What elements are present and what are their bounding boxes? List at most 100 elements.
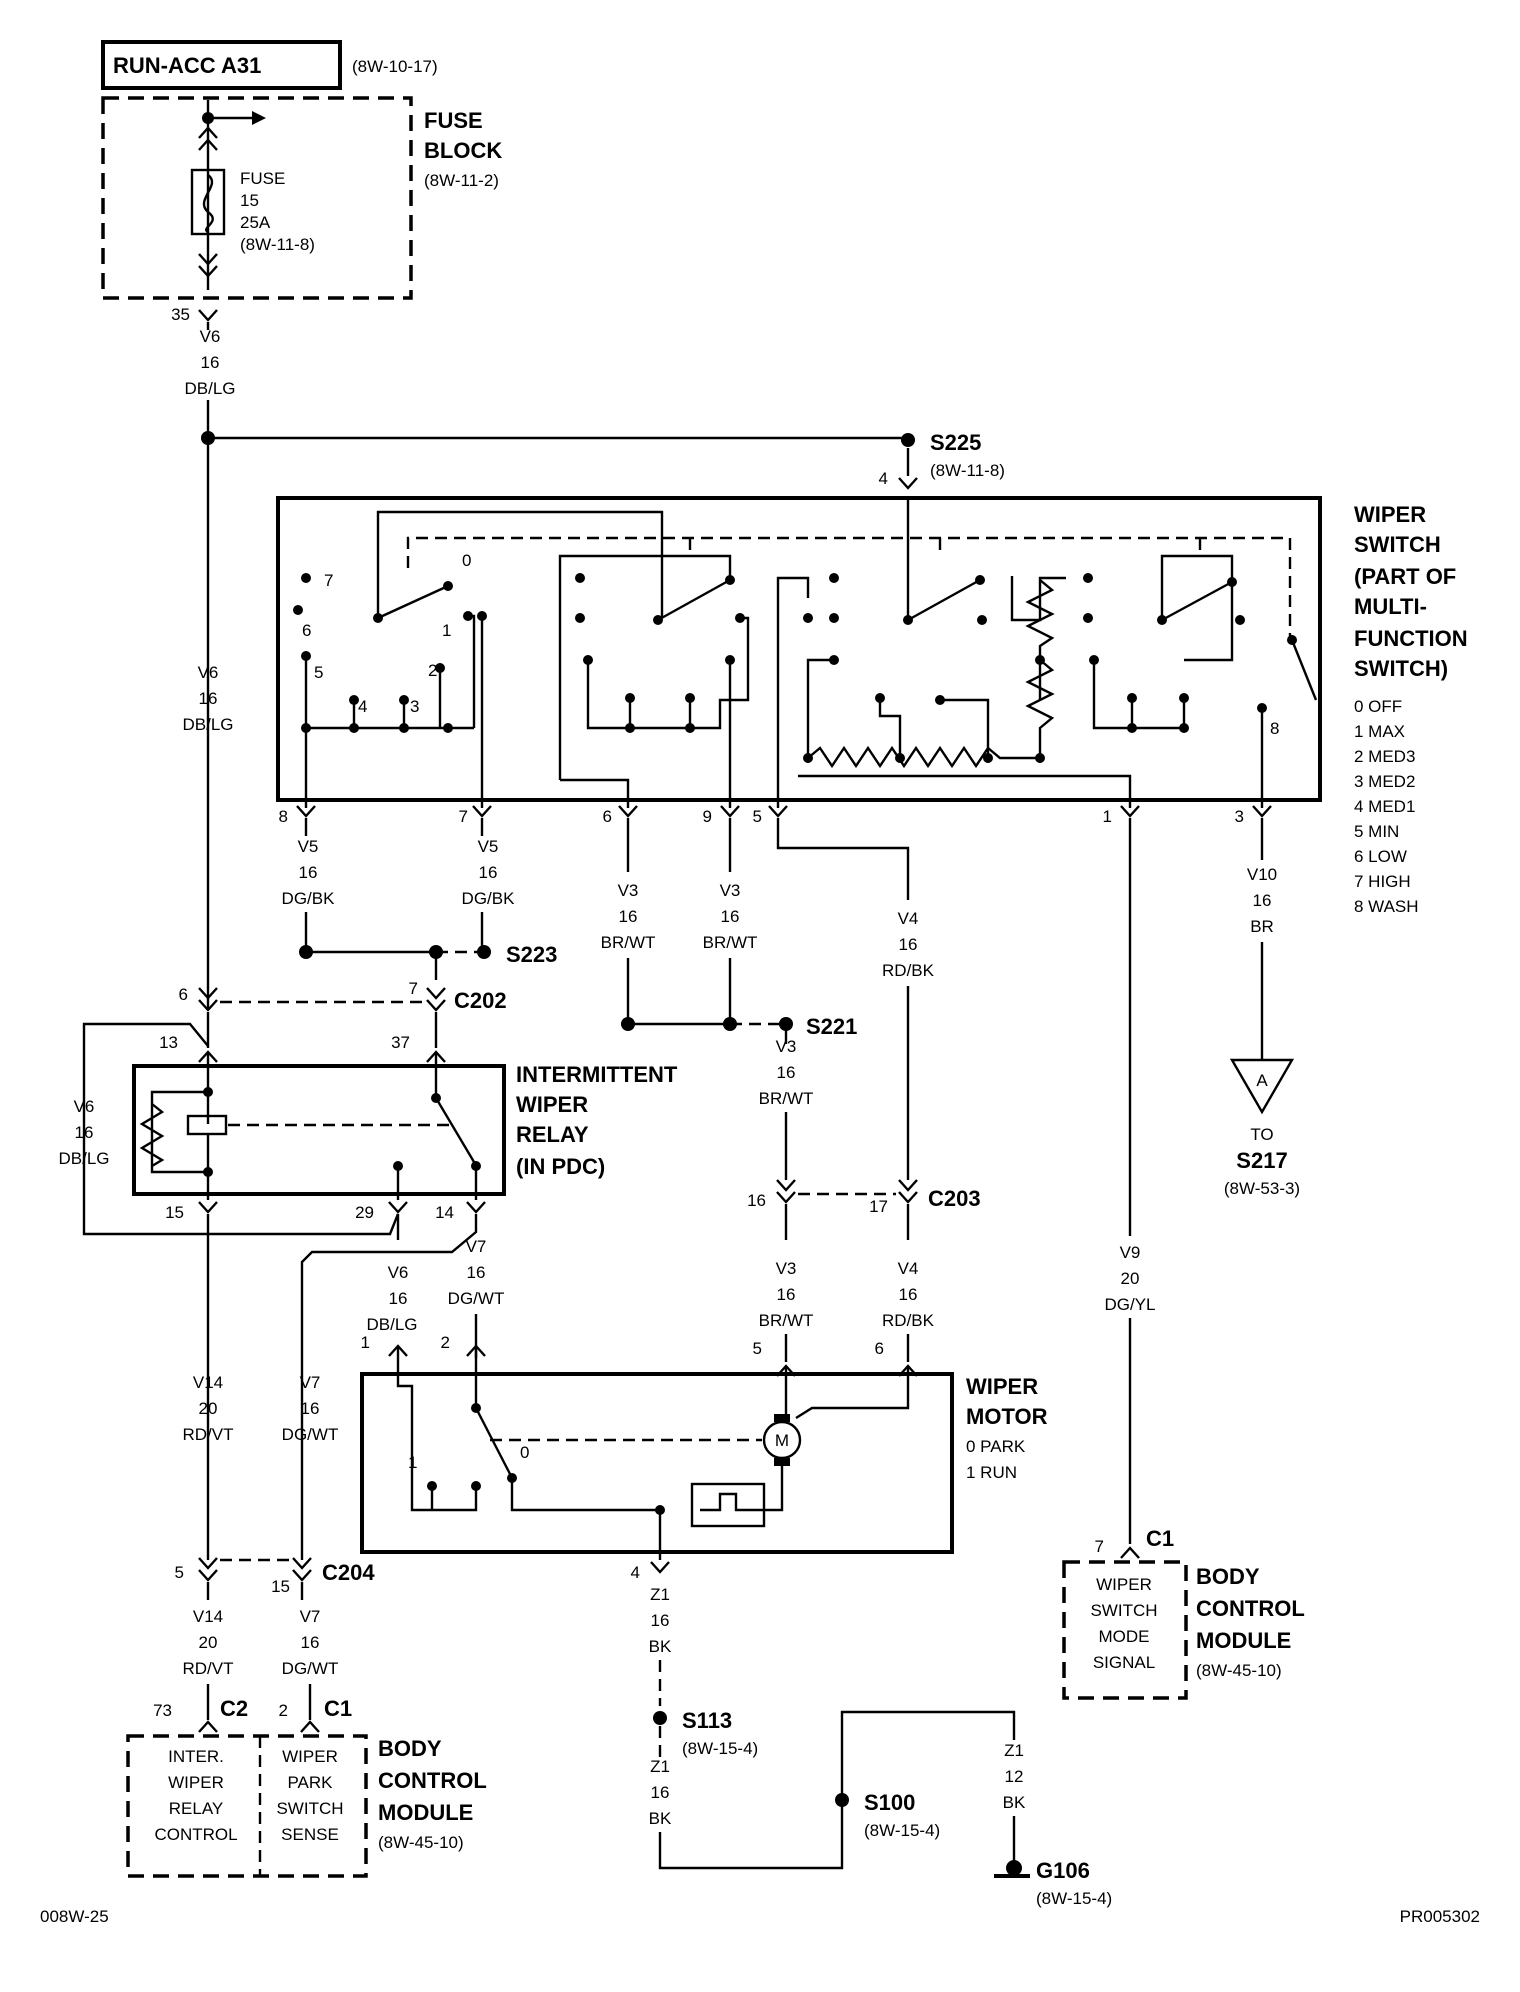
wire-v9-3: DG/YL	[1104, 1295, 1155, 1314]
body-control-module-right: WIPER SWITCH MODE SIGNAL BODY CONTROL MO…	[1062, 1560, 1305, 1700]
wire-z1a-3: BK	[649, 1637, 672, 1656]
offpage-to: TO	[1250, 1125, 1273, 1144]
wire-v6-relay-2: 16	[75, 1123, 94, 1142]
wire-v4-motor-1: V4	[898, 1259, 919, 1278]
wire-v7a-2: 16	[467, 1263, 486, 1282]
offpage-dest: S217	[1236, 1148, 1287, 1173]
wire-v7a-1: V7	[466, 1237, 487, 1256]
wire-v4-2: 16	[899, 935, 918, 954]
wire-v14a-3: RD/VT	[183, 1425, 234, 1444]
wire-v7b-1: V7	[300, 1373, 321, 1392]
ground-g106-icon	[994, 1860, 1030, 1878]
s113-label: S113	[682, 1708, 732, 1733]
g106-ref: (8W-15-4)	[1036, 1889, 1112, 1908]
wire-v3-motor-2: 16	[777, 1285, 796, 1304]
source-run-acc: RUN-ACC A31 (8W-10-17)	[101, 40, 438, 90]
s221-label: S221	[806, 1014, 857, 1039]
source-ref: (8W-10-17)	[352, 57, 438, 76]
fuse-pin: 35	[171, 305, 190, 324]
wire-v6-motor-3: DB/LG	[366, 1315, 417, 1334]
switch-pos-max: 1 MAX	[1354, 722, 1405, 741]
bcm-right-conn-c1: C1	[1146, 1526, 1174, 1551]
s113-ref: (8W-15-4)	[682, 1739, 758, 1758]
motor-symbol: M	[775, 1431, 789, 1450]
offpage-ref: (8W-53-3)	[1224, 1179, 1300, 1198]
wire-v6-top-2: 16	[201, 353, 220, 372]
body-control-module-left: INTER. WIPER RELAY CONTROL WIPER PARK SW…	[126, 1734, 487, 1878]
sw-pin-8: 8	[279, 807, 288, 826]
wire-v3-motor-1: V3	[776, 1259, 797, 1278]
wire-v3b-2: 16	[721, 907, 740, 926]
fuse-block-title-1: FUSE	[424, 108, 483, 133]
switch-pos-med1: 4 MED1	[1354, 797, 1415, 816]
bcm-left-ref: (8W-45-10)	[378, 1833, 464, 1852]
sw-pos-7: 7	[324, 571, 333, 590]
footer-left-code: 008W-25	[40, 1907, 109, 1926]
bcm-right-title-2: CONTROL	[1196, 1596, 1305, 1621]
bcm-left-conn-c2: C2	[220, 1696, 248, 1721]
fuse-rating: 25A	[240, 213, 271, 232]
wire-v3a-3: BR/WT	[601, 933, 656, 952]
s225-pin: 4	[879, 469, 888, 488]
switch-title-3: (PART OF	[1354, 564, 1456, 589]
wire-v7a-3: DG/WT	[448, 1289, 505, 1308]
wire-v5a-3: DG/BK	[282, 889, 336, 908]
wire-v14a-1: V14	[193, 1373, 223, 1392]
offpage-letter: A	[1256, 1071, 1268, 1090]
source-label: RUN-ACC A31	[113, 53, 261, 78]
wire-v10-3: BR	[1250, 917, 1274, 936]
wire-v4-3: RD/BK	[882, 961, 935, 980]
footer-right-code: PR005302	[1400, 1907, 1480, 1926]
wire-v14b-1: V14	[193, 1607, 223, 1626]
bcm-left-title-3: MODULE	[378, 1800, 473, 1825]
motor-title-1: WIPER	[966, 1374, 1038, 1399]
switch-title-2: SWITCH	[1354, 532, 1441, 557]
bcm-left-sig-a-3: RELAY	[169, 1799, 224, 1818]
wire-v6-relay-1: V6	[74, 1097, 95, 1116]
wire-v3-s221-3: BR/WT	[759, 1089, 814, 1108]
intermittent-wiper-relay: 13 37 15 29 14 INTERMITTENT WIPER RELAY …	[132, 1033, 678, 1222]
c204-pin-5: 5	[175, 1563, 184, 1582]
wire-z1c-3: BK	[1003, 1793, 1026, 1812]
wire-v5a-2: 16	[299, 863, 318, 882]
wire-v7c-1: V7	[300, 1607, 321, 1626]
bcm-left-conn-c1: C1	[324, 1696, 352, 1721]
motor-pin-2: 2	[441, 1333, 450, 1352]
relay-pin-14: 14	[435, 1203, 454, 1222]
wire-v14b-2: 20	[199, 1633, 218, 1652]
wire-v6-top-3: DB/LG	[184, 379, 235, 398]
wiper-switch: 7 0 6 1 5 2 4 3	[276, 496, 1468, 916]
wire-v9-1: V9	[1120, 1243, 1141, 1262]
fuse-number: 15	[240, 191, 259, 210]
s223-label: S223	[506, 942, 557, 967]
bcm-right-signal-3: MODE	[1099, 1627, 1150, 1646]
fuse-name: FUSE	[240, 169, 285, 188]
sw-pos-1: 1	[442, 621, 451, 640]
bcm-left-sig-b-1: WIPER	[282, 1747, 338, 1766]
relay-pin-37: 37	[391, 1033, 410, 1052]
sw-pin-3: 3	[1235, 807, 1244, 826]
sw-pos-4: 4	[358, 697, 367, 716]
relay-title-3: RELAY	[516, 1122, 589, 1147]
fuse-block-ref: (8W-11-2)	[424, 171, 499, 190]
motor-pin-6: 6	[875, 1339, 884, 1358]
wire-v3-s221-2: 16	[777, 1063, 796, 1082]
wire-v7c-2: 16	[301, 1633, 320, 1652]
bcm-right-title-1: BODY	[1196, 1564, 1260, 1589]
wire-v3-motor-3: BR/WT	[759, 1311, 814, 1330]
wire-v7c-3: DG/WT	[282, 1659, 339, 1678]
wire-z1a-1: Z1	[650, 1585, 670, 1604]
sw-pin-5: 5	[753, 807, 762, 826]
relay-title-4: (IN PDC)	[516, 1154, 605, 1179]
s225-ref: (8W-11-8)	[930, 461, 1005, 480]
sw-pos-2: 2	[428, 661, 437, 680]
wire-v3b-3: BR/WT	[703, 933, 758, 952]
sw-pos-5: 5	[314, 663, 323, 682]
motor-sw-0: 0	[520, 1443, 529, 1462]
c203-label: C203	[928, 1186, 981, 1211]
switch-pos-high: 7 HIGH	[1354, 872, 1411, 891]
bcm-left-sig-b-4: SENSE	[281, 1825, 339, 1844]
wire-v7b-3: DG/WT	[282, 1425, 339, 1444]
motor-pin-4: 4	[631, 1563, 640, 1582]
switch-pos-med2: 3 MED2	[1354, 772, 1415, 791]
